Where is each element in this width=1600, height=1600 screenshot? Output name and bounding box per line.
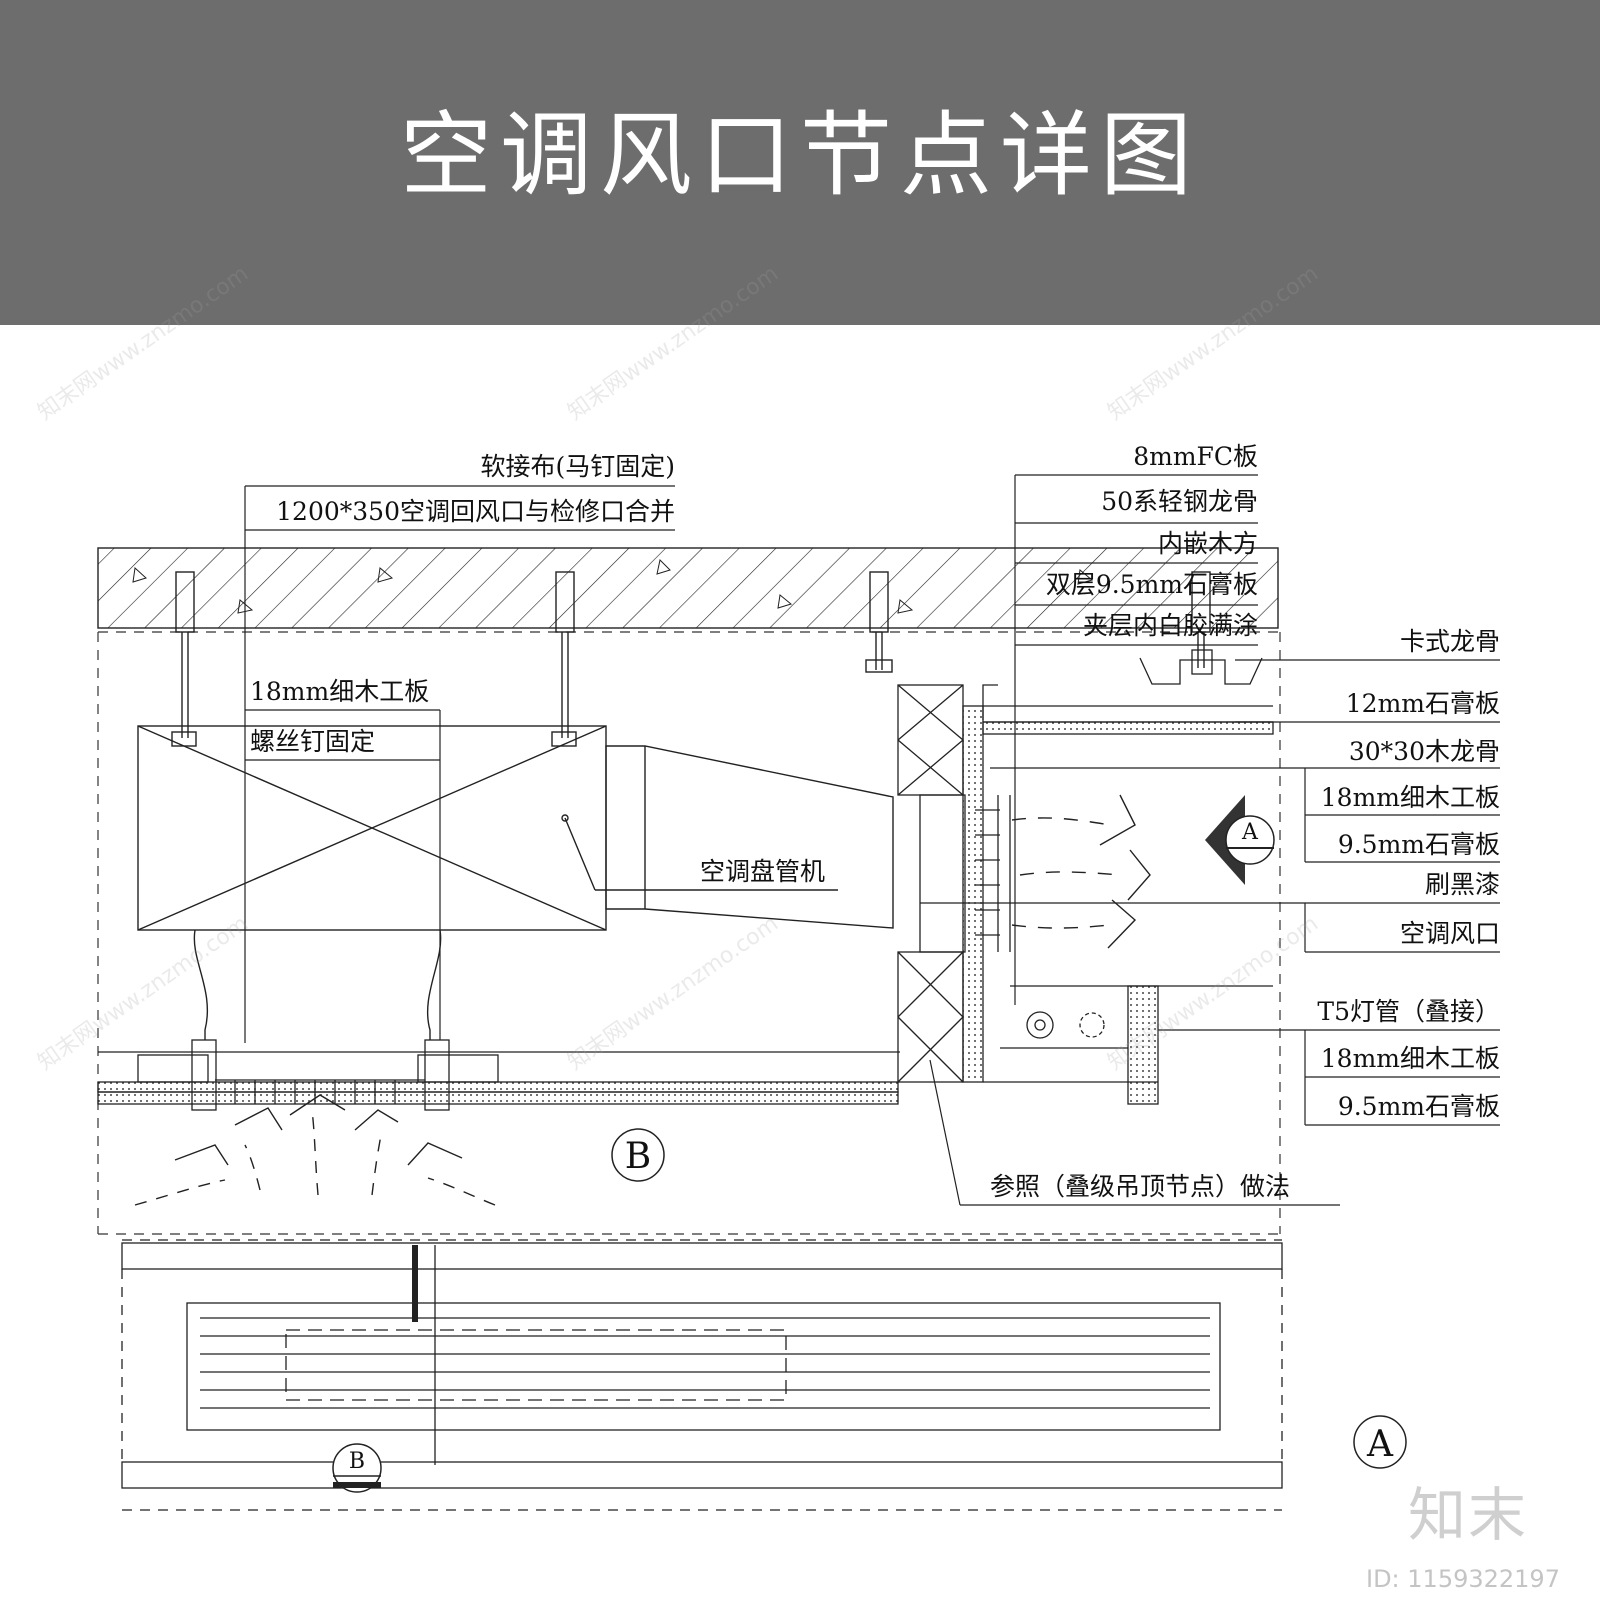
- label-wood-keel: 30*30木龙骨: [1349, 737, 1500, 766]
- section-marker-a-mid: [1205, 795, 1275, 885]
- fan-coil-unit: [137, 725, 894, 1040]
- section-a-mid-label: A: [1241, 820, 1259, 845]
- label-fan-coil: 空调盘管机: [700, 857, 825, 886]
- airflow-arrows-right: [1011, 794, 1151, 949]
- label-return-vent: 1200*350空调回风口与检修口合并: [276, 497, 675, 526]
- section-b-plan-label: B: [349, 1449, 365, 1474]
- label-gypsum12: 12mm石膏板: [1346, 689, 1500, 718]
- page-title: 空调风口节点详图: [399, 102, 1200, 209]
- label-screw-fix: 螺丝钉固定: [250, 727, 375, 756]
- label-ac-vent: 空调风口: [1400, 919, 1500, 948]
- leader-lines-left: [244, 485, 675, 1043]
- plan-view: [121, 1239, 1283, 1511]
- section-marker-a-plan: [1353, 1415, 1407, 1469]
- bulkhead-structure: [897, 649, 1274, 1105]
- label-steel-keel: 50系轻钢龙骨: [1101, 487, 1258, 516]
- label-gypsum95-mid: 9.5mm石膏板: [1338, 830, 1500, 859]
- label-wood-inlay: 内嵌木方: [1158, 529, 1258, 558]
- label-board18-bot: 18mm细木工板: [1321, 1044, 1500, 1073]
- title-banner: 空调风口节点详图: [0, 0, 1600, 325]
- image-id: ID: 1159322197: [1366, 1565, 1560, 1593]
- label-soft-cloth: 软接布(马钉固定): [480, 452, 675, 481]
- leader-lines-right: [920, 474, 1500, 1206]
- section-a-plan-label: A: [1366, 1424, 1394, 1465]
- concrete-slab: [97, 547, 1279, 629]
- label-ref-note: 参照（叠级吊顶节点）做法: [990, 1172, 1290, 1201]
- ceiling-boards-left: [97, 1039, 900, 1111]
- label-fc-board: 8mmFC板: [1133, 442, 1258, 471]
- return-grille: [215, 1079, 425, 1104]
- section-b-label: B: [625, 1136, 651, 1177]
- label-card-keel: 卡式龙骨: [1400, 627, 1500, 656]
- label-gypsum95-bot: 9.5mm石膏板: [1338, 1092, 1500, 1121]
- section-marker-b-circle: [611, 1128, 665, 1182]
- label-t5-lamp: T5灯管（叠接）: [1317, 997, 1500, 1026]
- label-double-gypsum: 双层9.5mm石膏板: [1046, 570, 1258, 599]
- airflow-arrows-left: [134, 1094, 496, 1206]
- brand-logo: 知末: [1408, 1481, 1529, 1549]
- label-white-glue: 夹层内白胶满涂: [1083, 611, 1258, 640]
- section-marker-b-plan: [332, 1443, 382, 1493]
- label-black-paint: 刷黑漆: [1425, 870, 1500, 899]
- label-board18-top: 18mm细木工板: [250, 677, 429, 706]
- label-board18-mid: 18mm细木工板: [1321, 783, 1500, 812]
